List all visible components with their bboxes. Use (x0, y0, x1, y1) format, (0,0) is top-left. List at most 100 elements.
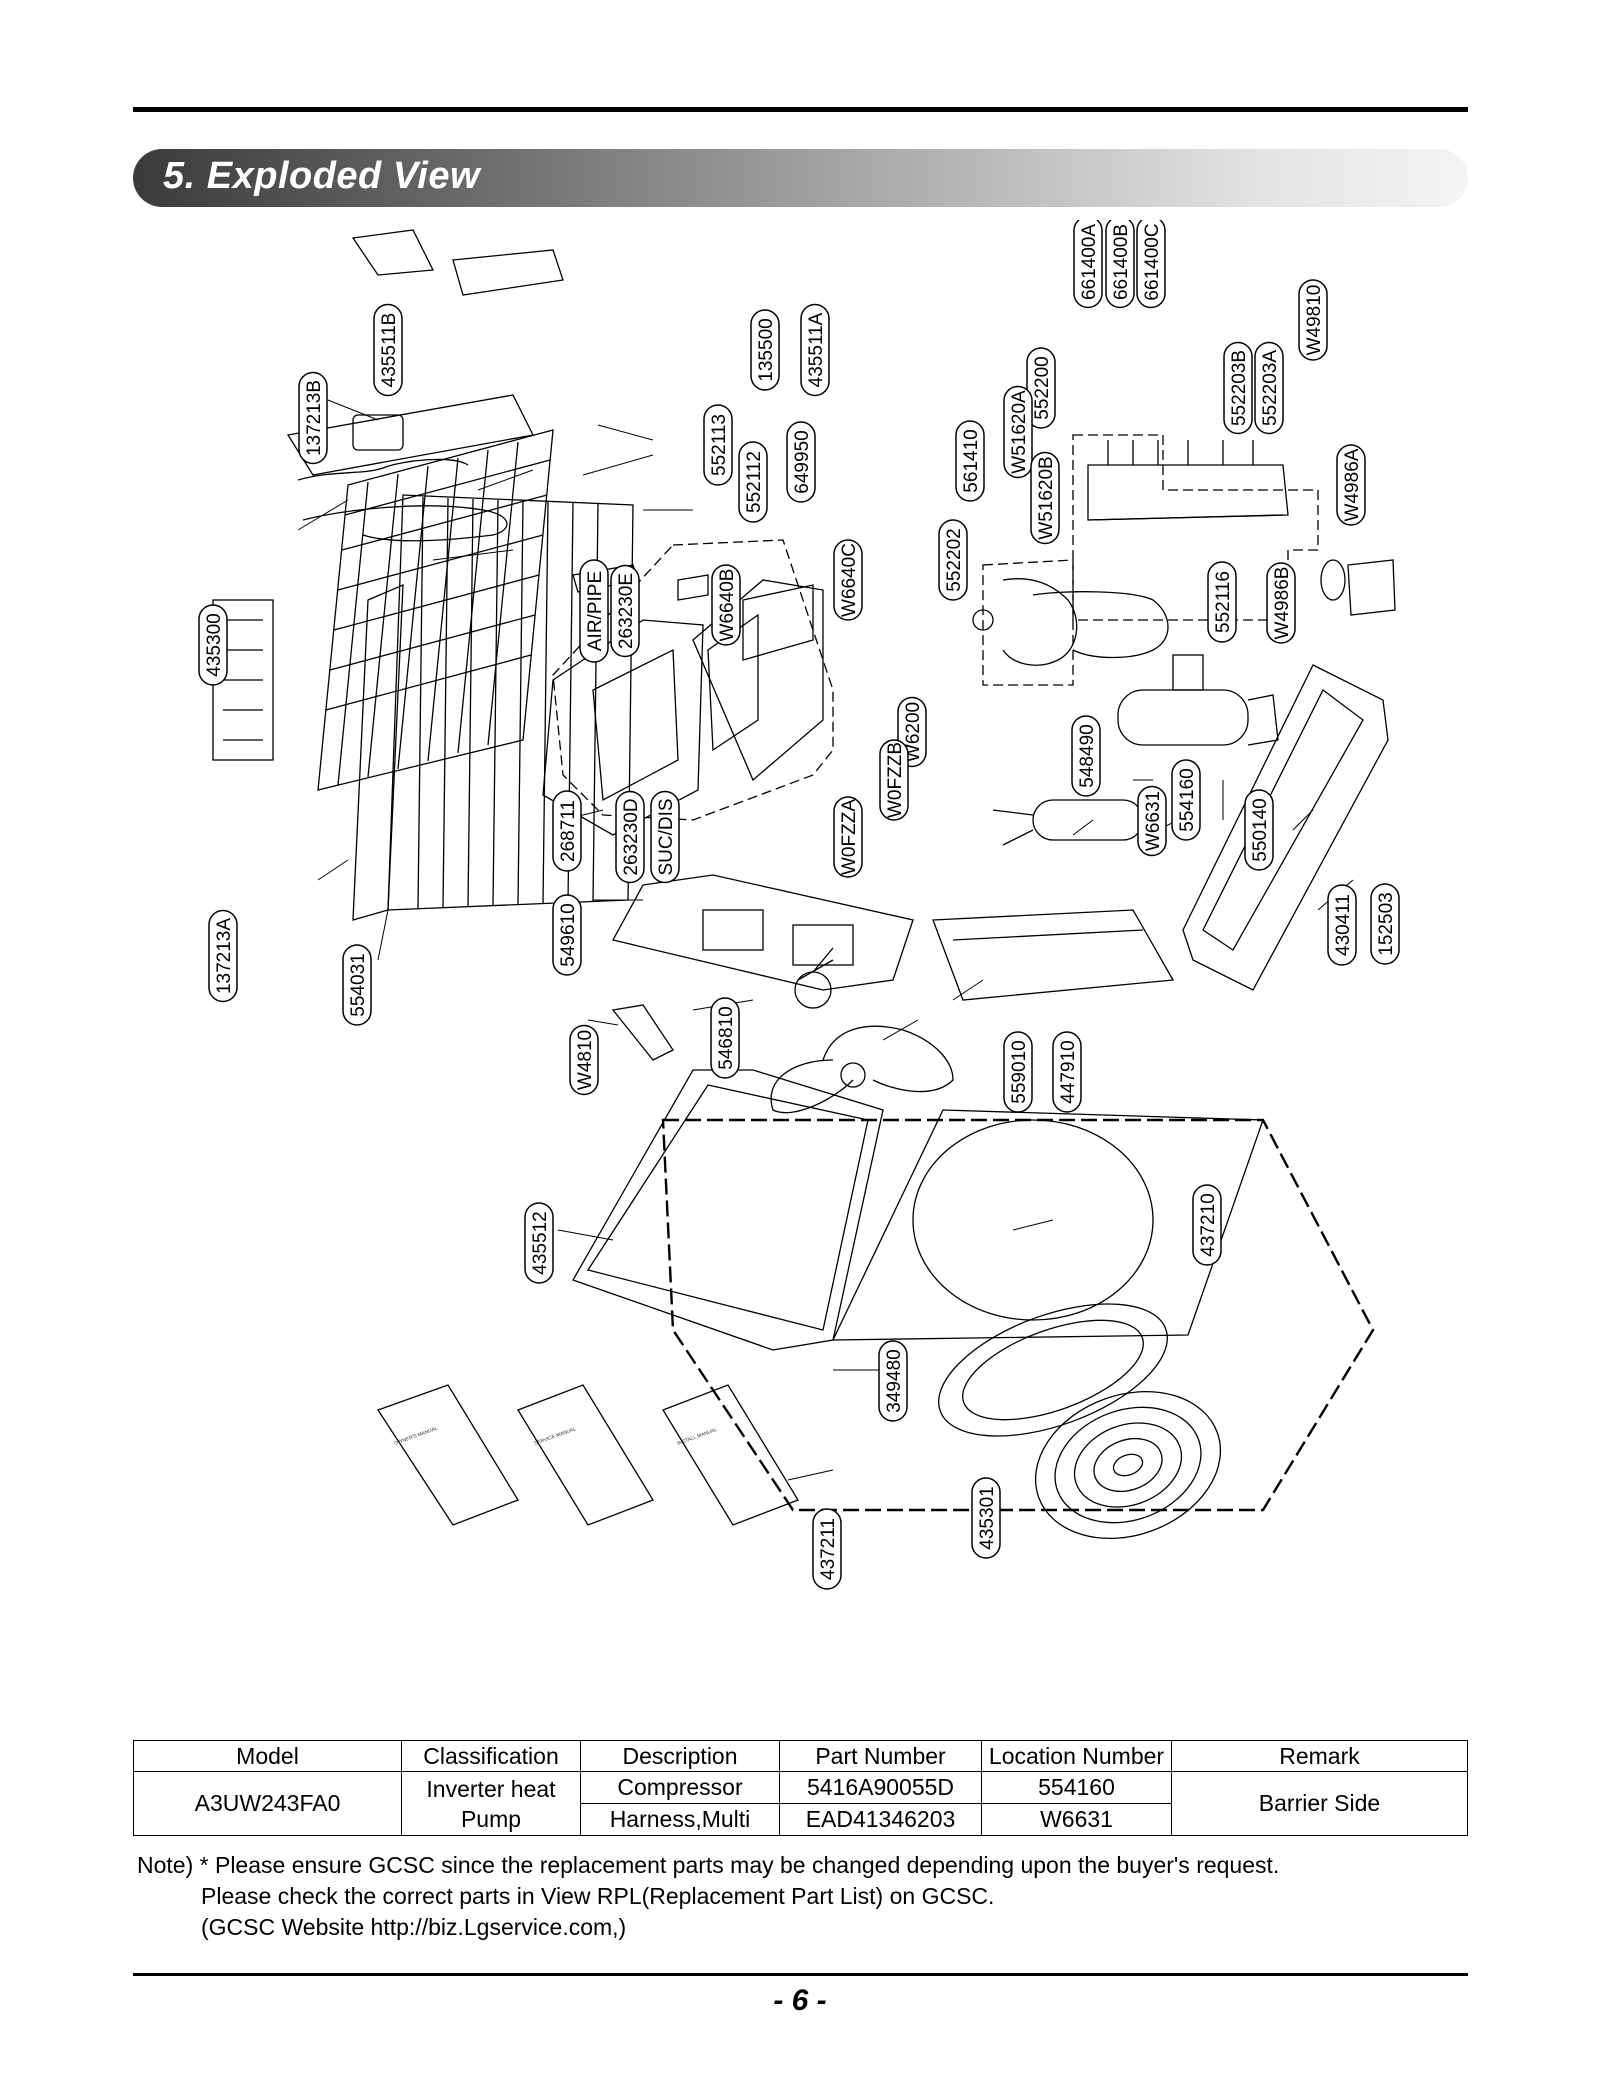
svg-text:W0FZZB: W0FZZB (885, 742, 906, 818)
note-line-2: Please check the correct parts in View R… (201, 1883, 995, 1909)
fan-559010 (770, 1025, 954, 1114)
callout-137213a: 137213A (208, 909, 238, 1003)
svg-text:W49810: W49810 (1304, 285, 1325, 356)
svg-text:268711: 268711 (558, 800, 579, 862)
svg-text:435511B: 435511B (379, 313, 400, 388)
front-panel-437210 (831, 1109, 1264, 1341)
svg-text:W6631: W6631 (1143, 791, 1164, 851)
svg-text:W51620A: W51620A (1009, 390, 1030, 474)
svg-text:661400C: 661400C (1142, 223, 1163, 300)
exploded-view-svg: OWNER'S MANUAL SERVICE MANUAL INSTALL MA… (198, 215, 1400, 1590)
callout-552113: 552113 (703, 404, 733, 486)
callout-w51620a: W51620A (1003, 385, 1033, 479)
barrier-447910 (932, 909, 1175, 1001)
svg-text:W4810: W4810 (575, 1030, 596, 1090)
callout-263230d: 263230D (615, 790, 645, 884)
callout-suc-dis: SUC/DIS (650, 790, 680, 884)
svg-text:W51620B: W51620B (1036, 456, 1057, 539)
page-number: - 6 - (773, 1984, 827, 2017)
grille-435300 (317, 429, 554, 791)
callout-552203a: 552203A (1254, 341, 1284, 435)
svg-text:152503: 152503 (1376, 892, 1397, 955)
callout-552112: 552112 (738, 441, 768, 523)
callout-349480: 349480 (878, 1340, 908, 1422)
callout-561410: 561410 (955, 420, 985, 502)
callout-w51620b: W51620B (1030, 451, 1060, 545)
cell-model: A3UW243FA0 (133, 1771, 402, 1836)
svg-text:435301: 435301 (977, 1486, 998, 1549)
callout-447910: 447910 (1052, 1031, 1082, 1113)
svg-text:435300: 435300 (204, 613, 225, 676)
svg-text:W6640B: W6640B (717, 569, 738, 642)
svg-text:561410: 561410 (961, 429, 982, 492)
svg-text:430411: 430411 (1333, 894, 1354, 956)
accumulator-548490 (992, 799, 1144, 846)
cell-classification: Inverter heat Pump (401, 1771, 581, 1836)
outline-pipe-group (982, 559, 1074, 686)
manual-books (377, 1384, 799, 1526)
callout-552202: 552202 (938, 519, 968, 601)
section-title-bar: 5. Exploded View (133, 149, 1468, 207)
svg-text:552203A: 552203A (1260, 350, 1281, 426)
table-row: Harness,Multi EAD41346203 W6631 (134, 1803, 1468, 1836)
valve-group (1087, 440, 1289, 521)
base-pan-430411 (1182, 664, 1389, 991)
callout-w6640c: W6640C (833, 539, 863, 621)
callout-554160: 554160 (1171, 759, 1201, 841)
svg-text:W4986B: W4986B (1272, 567, 1293, 640)
manual-label-owner: OWNER'S MANUAL (394, 1426, 439, 1447)
side-panel-435512 (572, 1069, 884, 1351)
callout-air-pipe: AIR/PIPE (579, 559, 609, 663)
support-549610 (612, 874, 914, 991)
callout-135500: 135500 (750, 309, 780, 391)
section-title: 5. Exploded View (163, 155, 481, 197)
svg-text:435511A: 435511A (806, 312, 827, 387)
cell-description: Compressor (580, 1771, 780, 1804)
callout-w4810: W4810 (569, 1024, 599, 1096)
svg-text:437211: 437211 (818, 1518, 839, 1580)
callout-w6631: W6631 (1137, 785, 1167, 857)
svg-text:552202: 552202 (944, 528, 965, 591)
cell-remark: Barrier Side (1171, 1771, 1468, 1836)
parts-table: Model Classification Description Part Nu… (133, 1740, 1468, 1836)
callout-552200: 552200 (1026, 347, 1056, 429)
col-description: Description (580, 1740, 780, 1772)
svg-text:447910: 447910 (1058, 1040, 1079, 1103)
svg-text:SUC/DIS: SUC/DIS (656, 798, 677, 875)
callout-546810: 546810 (710, 997, 740, 1079)
control-box-parts (542, 564, 824, 836)
svg-text:349480: 349480 (884, 1349, 905, 1412)
outline-valve-group (1072, 434, 1319, 621)
svg-text:546810: 546810 (716, 1006, 737, 1069)
svg-text:137213A: 137213A (214, 918, 235, 994)
svg-text:W6640C: W6640C (839, 543, 860, 617)
callout-559010: 559010 (1003, 1031, 1033, 1113)
callout-554031: 554031 (342, 944, 372, 1026)
callout-437210: 437210 (1192, 1184, 1222, 1266)
manual-label-service: SERVICE MANUAL (534, 1426, 578, 1447)
svg-text:548490: 548490 (1077, 724, 1098, 787)
outline-fan-housing (661, 1118, 1375, 1512)
fan-guard-435301 (1034, 1390, 1222, 1540)
callout-661400c: 661400C (1136, 215, 1166, 309)
svg-text:552113: 552113 (709, 414, 730, 476)
callout-649950: 649950 (786, 421, 816, 503)
callout-549610: 549610 (552, 894, 582, 976)
note-block: Note) * Please ensure GCSC since the rep… (137, 1850, 1457, 1943)
callout-548490: 548490 (1071, 715, 1101, 797)
svg-text:263230E: 263230E (616, 573, 637, 649)
svg-text:559010: 559010 (1009, 1040, 1030, 1103)
callout-435512: 435512 (524, 1202, 554, 1284)
svg-text:W6200: W6200 (903, 702, 924, 762)
callout-435511b: 435511B (373, 303, 403, 397)
callout-661400a: 661400A (1073, 215, 1103, 309)
cell-part-number: EAD41346203 (779, 1803, 982, 1836)
table-header-row: Model Classification Description Part Nu… (133, 1740, 1468, 1772)
svg-text:554031: 554031 (348, 953, 369, 1016)
callout-435300: 435300 (198, 604, 228, 686)
bottom-rule (133, 1973, 1468, 1976)
svg-text:550140: 550140 (1250, 798, 1271, 861)
note-line-3: (GCSC Website http://biz.Lgservice.com,) (201, 1914, 627, 1940)
callout-661400b: 661400B (1105, 215, 1135, 309)
